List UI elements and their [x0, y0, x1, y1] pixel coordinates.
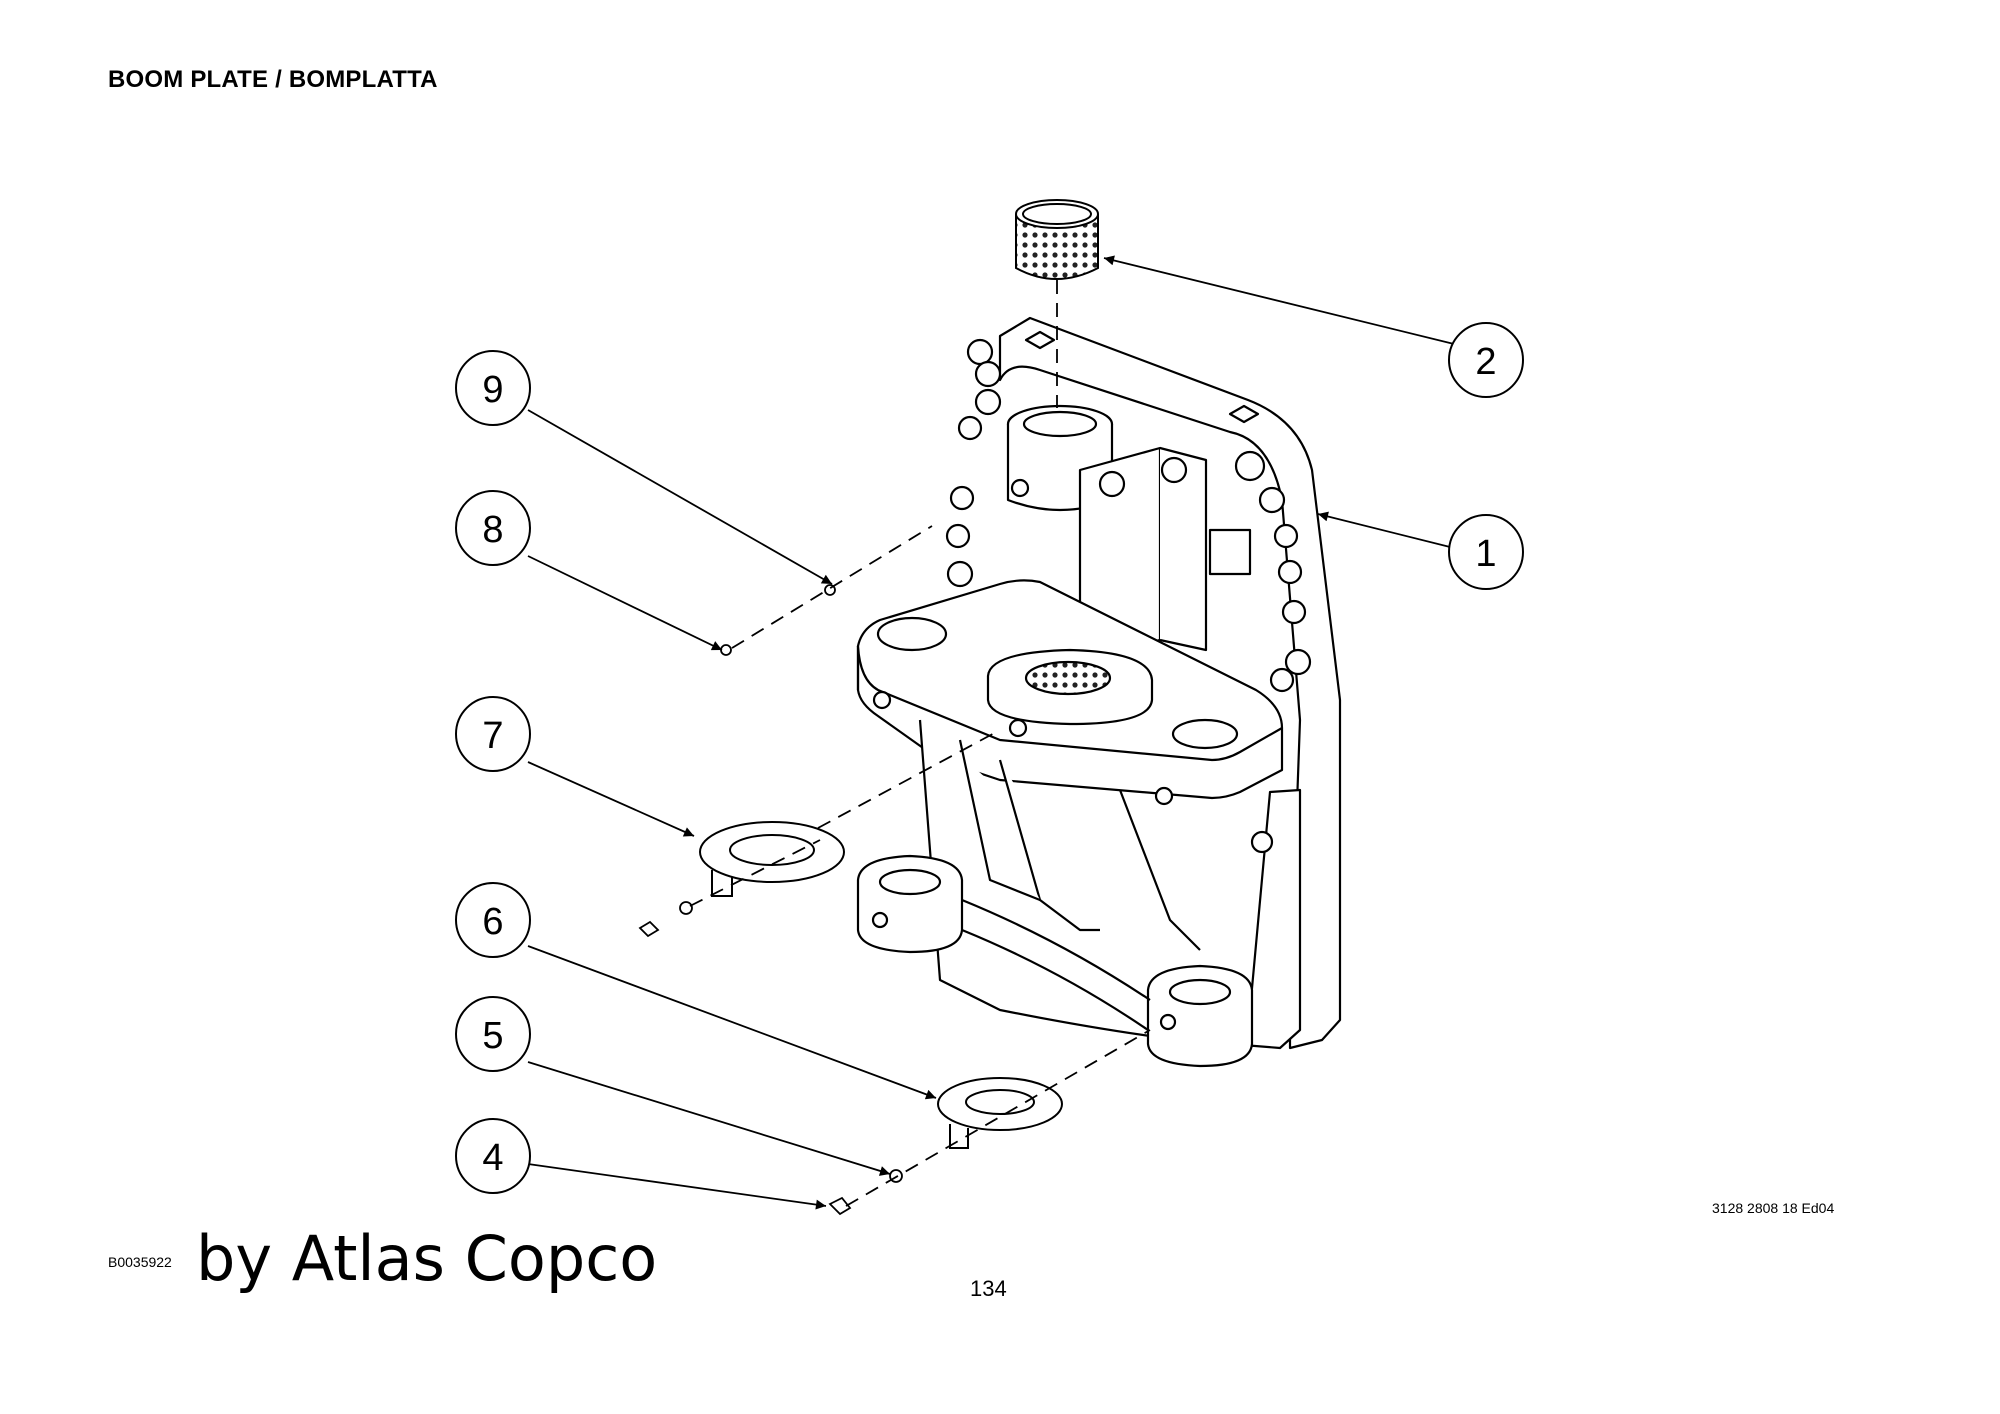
part-2-perforated-bushing [1015, 199, 1099, 280]
callout-7: 7 [455, 696, 531, 772]
part-4-screw [828, 1196, 852, 1216]
callout-2: 2 [1448, 322, 1524, 398]
callout-4: 4 [455, 1118, 531, 1194]
callout-1-label: 1 [1475, 533, 1496, 575]
callout-9-label: 9 [482, 369, 503, 411]
callout-1: 1 [1448, 514, 1524, 590]
callout-2-label: 2 [1475, 341, 1496, 383]
boom-plate-drawing [856, 316, 1342, 1068]
document-reference: 3128 2808 18 Ed04 [1712, 1200, 1835, 1216]
callout-6: 6 [455, 882, 531, 958]
page-title: BOOM PLATE / BOMPLATTA [108, 66, 438, 93]
leader-lines [527, 255, 1455, 1210]
callout-5-label: 5 [482, 1015, 503, 1057]
callout-8-label: 8 [482, 509, 503, 551]
callout-6-label: 6 [482, 901, 503, 943]
callout-5: 5 [455, 996, 531, 1072]
callout-8: 8 [455, 490, 531, 566]
part-washer-upper [679, 901, 693, 915]
part-screw-upper-small [638, 920, 660, 938]
callout-4-label: 4 [482, 1137, 503, 1179]
figure-code: B0035922 [108, 1254, 172, 1270]
page-number: 134 [970, 1276, 1007, 1301]
part-7-shim-plate [699, 821, 845, 897]
assembly-center-lines [689, 280, 1151, 1207]
callout-7-label: 7 [482, 715, 503, 757]
callout-9: 9 [455, 350, 531, 426]
watermark-text: by Atlas Copco [196, 1222, 658, 1295]
